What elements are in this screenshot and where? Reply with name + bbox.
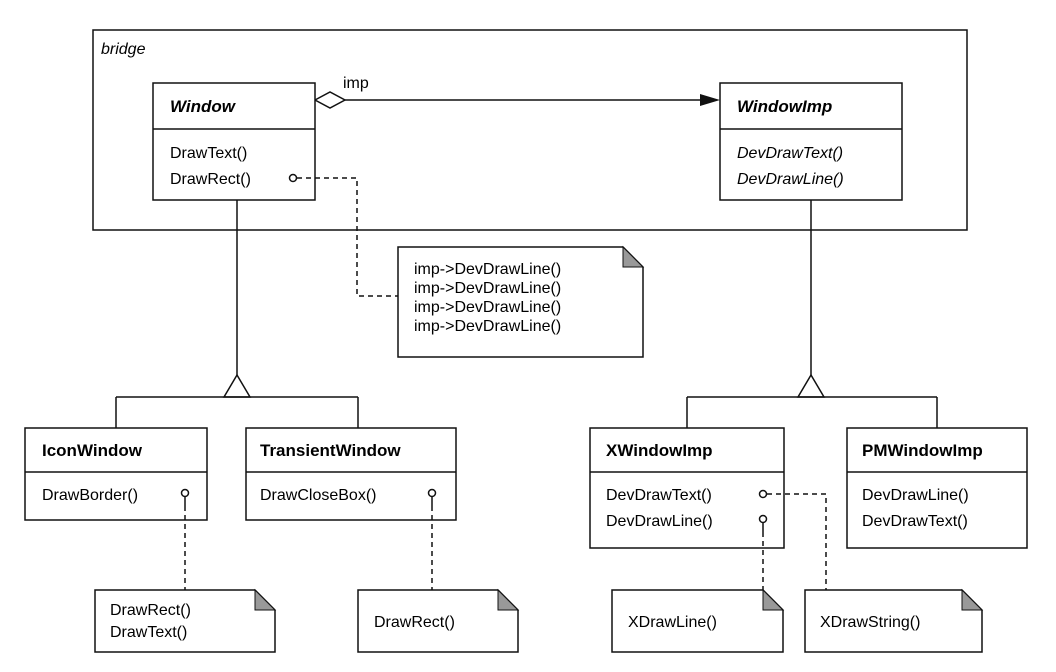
- class-iconwindow: IconWindow DrawBorder(): [24, 427, 208, 521]
- note-fold-icon: [762, 588, 785, 611]
- drawrect-note-connector: [297, 177, 398, 297]
- class-transientwindow-op-drawclosebox: DrawCloseBox(): [260, 487, 376, 504]
- note-drawborder-line-1: DrawRect(): [110, 602, 191, 619]
- note-anchor-icon: [180, 488, 190, 498]
- note-drawrect-line-3: imp->DevDrawLine(): [414, 299, 561, 316]
- note-fold-icon: [497, 588, 520, 611]
- class-pmwindowimp-op-devdrawtext: DevDrawText(): [862, 513, 968, 530]
- inheritance-triangle-icon: [796, 373, 826, 398]
- note-drawrect-line-4: imp->DevDrawLine(): [414, 318, 561, 335]
- class-xwindowimp-op-devdrawline: DevDrawLine(): [606, 513, 713, 530]
- class-pmwindowimp: PMWindowImp DevDrawLine() DevDrawText(): [846, 427, 1028, 549]
- window-generalization: [115, 200, 359, 428]
- note-xdrawstring: XDrawString(): [804, 588, 984, 653]
- class-window-op-drawtext: DrawText(): [170, 145, 247, 162]
- note-fold-icon: [961, 588, 984, 611]
- note-anchor-icon: [427, 488, 437, 498]
- class-window-name: Window: [170, 97, 237, 116]
- class-transientwindow: TransientWindow DrawCloseBox(): [245, 427, 457, 521]
- xdrawstring-note-connector: [767, 493, 827, 590]
- class-xwindowimp-op-devdrawtext: DevDrawText(): [606, 487, 712, 504]
- class-windowimp-name: WindowImp: [737, 97, 832, 116]
- note-drawrect-line-2: imp->DevDrawLine(): [414, 280, 561, 297]
- class-window-op-drawrect: DrawRect(): [170, 171, 251, 188]
- class-windowimp-op-devdrawline: DevDrawLine(): [737, 171, 844, 188]
- imp-association: imp: [313, 75, 720, 109]
- class-transientwindow-name: TransientWindow: [260, 441, 401, 460]
- inheritance-triangle-icon: [222, 373, 252, 398]
- class-iconwindow-op-drawborder: DrawBorder(): [42, 487, 138, 504]
- class-iconwindow-name: IconWindow: [42, 441, 143, 460]
- arrowhead-icon: [700, 94, 720, 106]
- note-xdrawstring-line-1: XDrawString(): [820, 614, 920, 631]
- note-drawrect: imp->DevDrawLine() imp->DevDrawLine() im…: [397, 245, 645, 358]
- note-drawrect-line-1: imp->DevDrawLine(): [414, 261, 561, 278]
- note-anchor-icon: [758, 489, 768, 499]
- class-xwindowimp-name: XWindowImp: [606, 441, 713, 460]
- bridge-frame-label: bridge: [101, 41, 146, 58]
- note-drawborder-line-2: DrawText(): [110, 624, 187, 641]
- class-pmwindowimp-op-devdrawline: DevDrawLine(): [862, 487, 969, 504]
- note-xdrawline-line-1: XDrawLine(): [628, 614, 717, 631]
- note-fold-icon: [622, 245, 645, 268]
- note-xdrawline: XDrawLine(): [611, 588, 785, 653]
- class-window: Window DrawText() DrawRect(): [152, 82, 316, 201]
- note-drawclosebox: DrawRect(): [357, 588, 520, 653]
- class-pmwindowimp-name: PMWindowImp: [862, 441, 983, 460]
- class-windowimp: WindowImp DevDrawText() DevDrawLine(): [719, 82, 903, 201]
- class-xwindowimp: XWindowImp DevDrawText() DevDrawLine(): [589, 427, 785, 549]
- note-anchor-icon: [288, 173, 298, 183]
- note-drawborder: DrawRect() DrawText(): [94, 588, 277, 653]
- note-fold-icon: [254, 588, 277, 611]
- note-drawclosebox-line-1: DrawRect(): [374, 614, 455, 631]
- imp-label: imp: [343, 75, 369, 92]
- note-anchor-icon: [758, 514, 768, 524]
- class-windowimp-op-devdrawtext: DevDrawText(): [737, 145, 843, 162]
- windowimp-generalization: [686, 200, 938, 428]
